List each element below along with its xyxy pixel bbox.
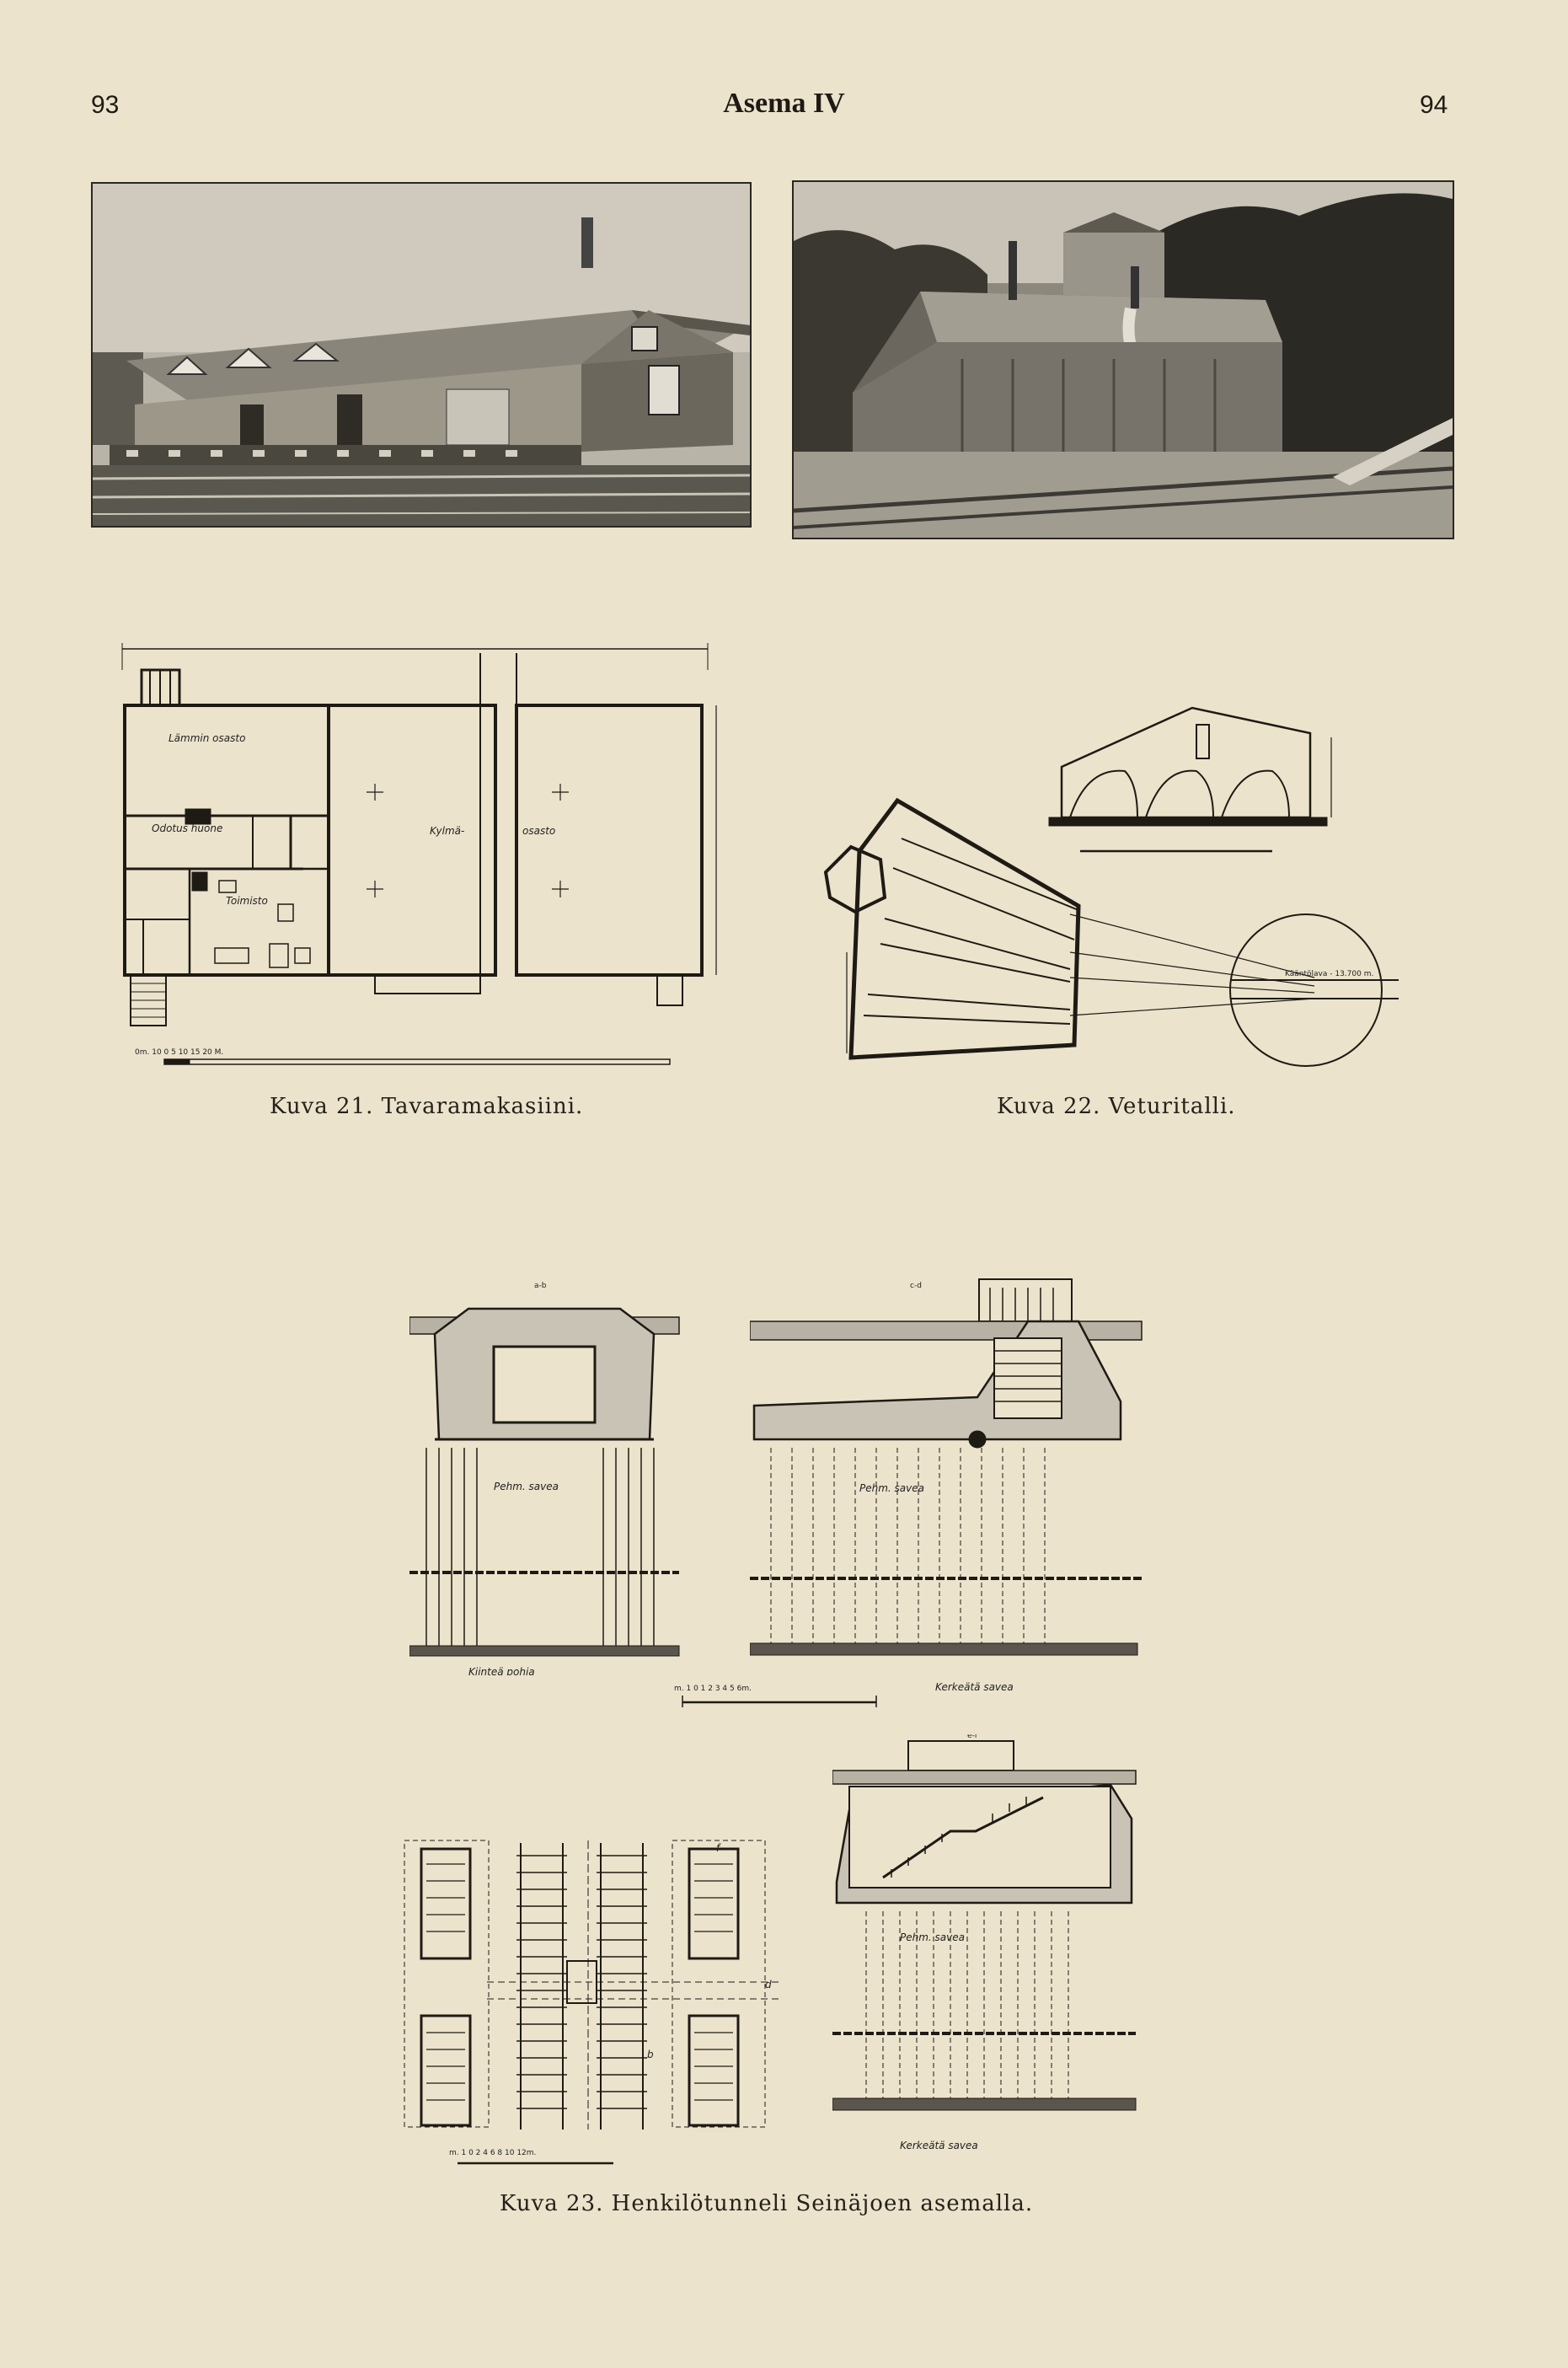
label-cold-section-b: osasto <box>522 825 555 837</box>
section-drawing-e-f: e-f Pehm. savea Kerkeätä savea <box>832 1734 1140 2156</box>
turntable-label: Kääntölava - 13.700 m. <box>1285 970 1373 978</box>
photo-warehouse <box>91 182 752 528</box>
mark-d: d <box>765 1979 772 1990</box>
caption-figure-21: Kuva 21. Tavaramakasiini. <box>270 1094 584 1119</box>
plan-tunnel: d f b m. 1 0 2 4 6 8 10 12m. <box>403 1839 782 2184</box>
label-office: Toimisto <box>226 895 268 907</box>
label-cold-section-a: Kylmä- <box>430 825 464 837</box>
label-heated-section: Lämmin osasto <box>169 732 245 744</box>
caption-figure-22: Kuva 22. Veturitalli. <box>997 1094 1236 1119</box>
page-number-right: 94 <box>1420 91 1448 119</box>
scale-label-sections: m. 1 0 1 2 3 4 5 6m. <box>674 1685 752 1693</box>
scale-label-plan: m. 1 0 2 4 6 8 10 12m. <box>449 2149 536 2157</box>
section-drawing-c-d: c-d Pehm. savea <box>750 1271 1146 1667</box>
scale-bar-label: 0m. 10 0 5 10 15 20 M. <box>135 1048 223 1057</box>
floor-plan-warehouse: Lämmin osasto Odotus huone Toimisto Kylm… <box>118 636 725 1074</box>
label-hard-clay-upper: Kerkeätä savea <box>935 1681 1014 1693</box>
label-soft-clay-ef: Pehm. savea <box>900 1931 965 1943</box>
label-hard-clay-lower: Kerkeätä savea <box>900 2140 978 2151</box>
plan-locomotive-shed: Kääntölava - 13.700 m. <box>817 691 1407 1087</box>
label-waiting-room: Odotus huone <box>152 822 222 834</box>
label-section-a-b: a-b <box>534 1282 547 1290</box>
mark-b: b <box>647 2049 654 2060</box>
label-soft-clay-ab: Pehm. savea <box>494 1481 559 1492</box>
photo-locomotive-shed <box>792 180 1454 539</box>
label-section-c-d: c-d <box>910 1282 922 1290</box>
scale-bar-sections: m. 1 0 1 2 3 4 5 6m. Kerkeätä savea <box>666 1679 1137 1712</box>
section-drawing-a-b: a-b Pehm. savea Kiinteä pohja <box>409 1271 683 1675</box>
label-section-e-f: e-f <box>967 1734 978 1740</box>
label-firm-bottom: Kiinteä pohja <box>468 1666 535 1675</box>
running-title: Asema IV <box>723 88 845 119</box>
label-soft-clay-cd: Pehm. savea <box>859 1482 924 1494</box>
page-number-left: 93 <box>91 91 120 119</box>
caption-figure-23: Kuva 23. Henkilötunneli Seinäjoen asemal… <box>500 2191 1034 2216</box>
mark-f: f <box>716 1842 721 1854</box>
